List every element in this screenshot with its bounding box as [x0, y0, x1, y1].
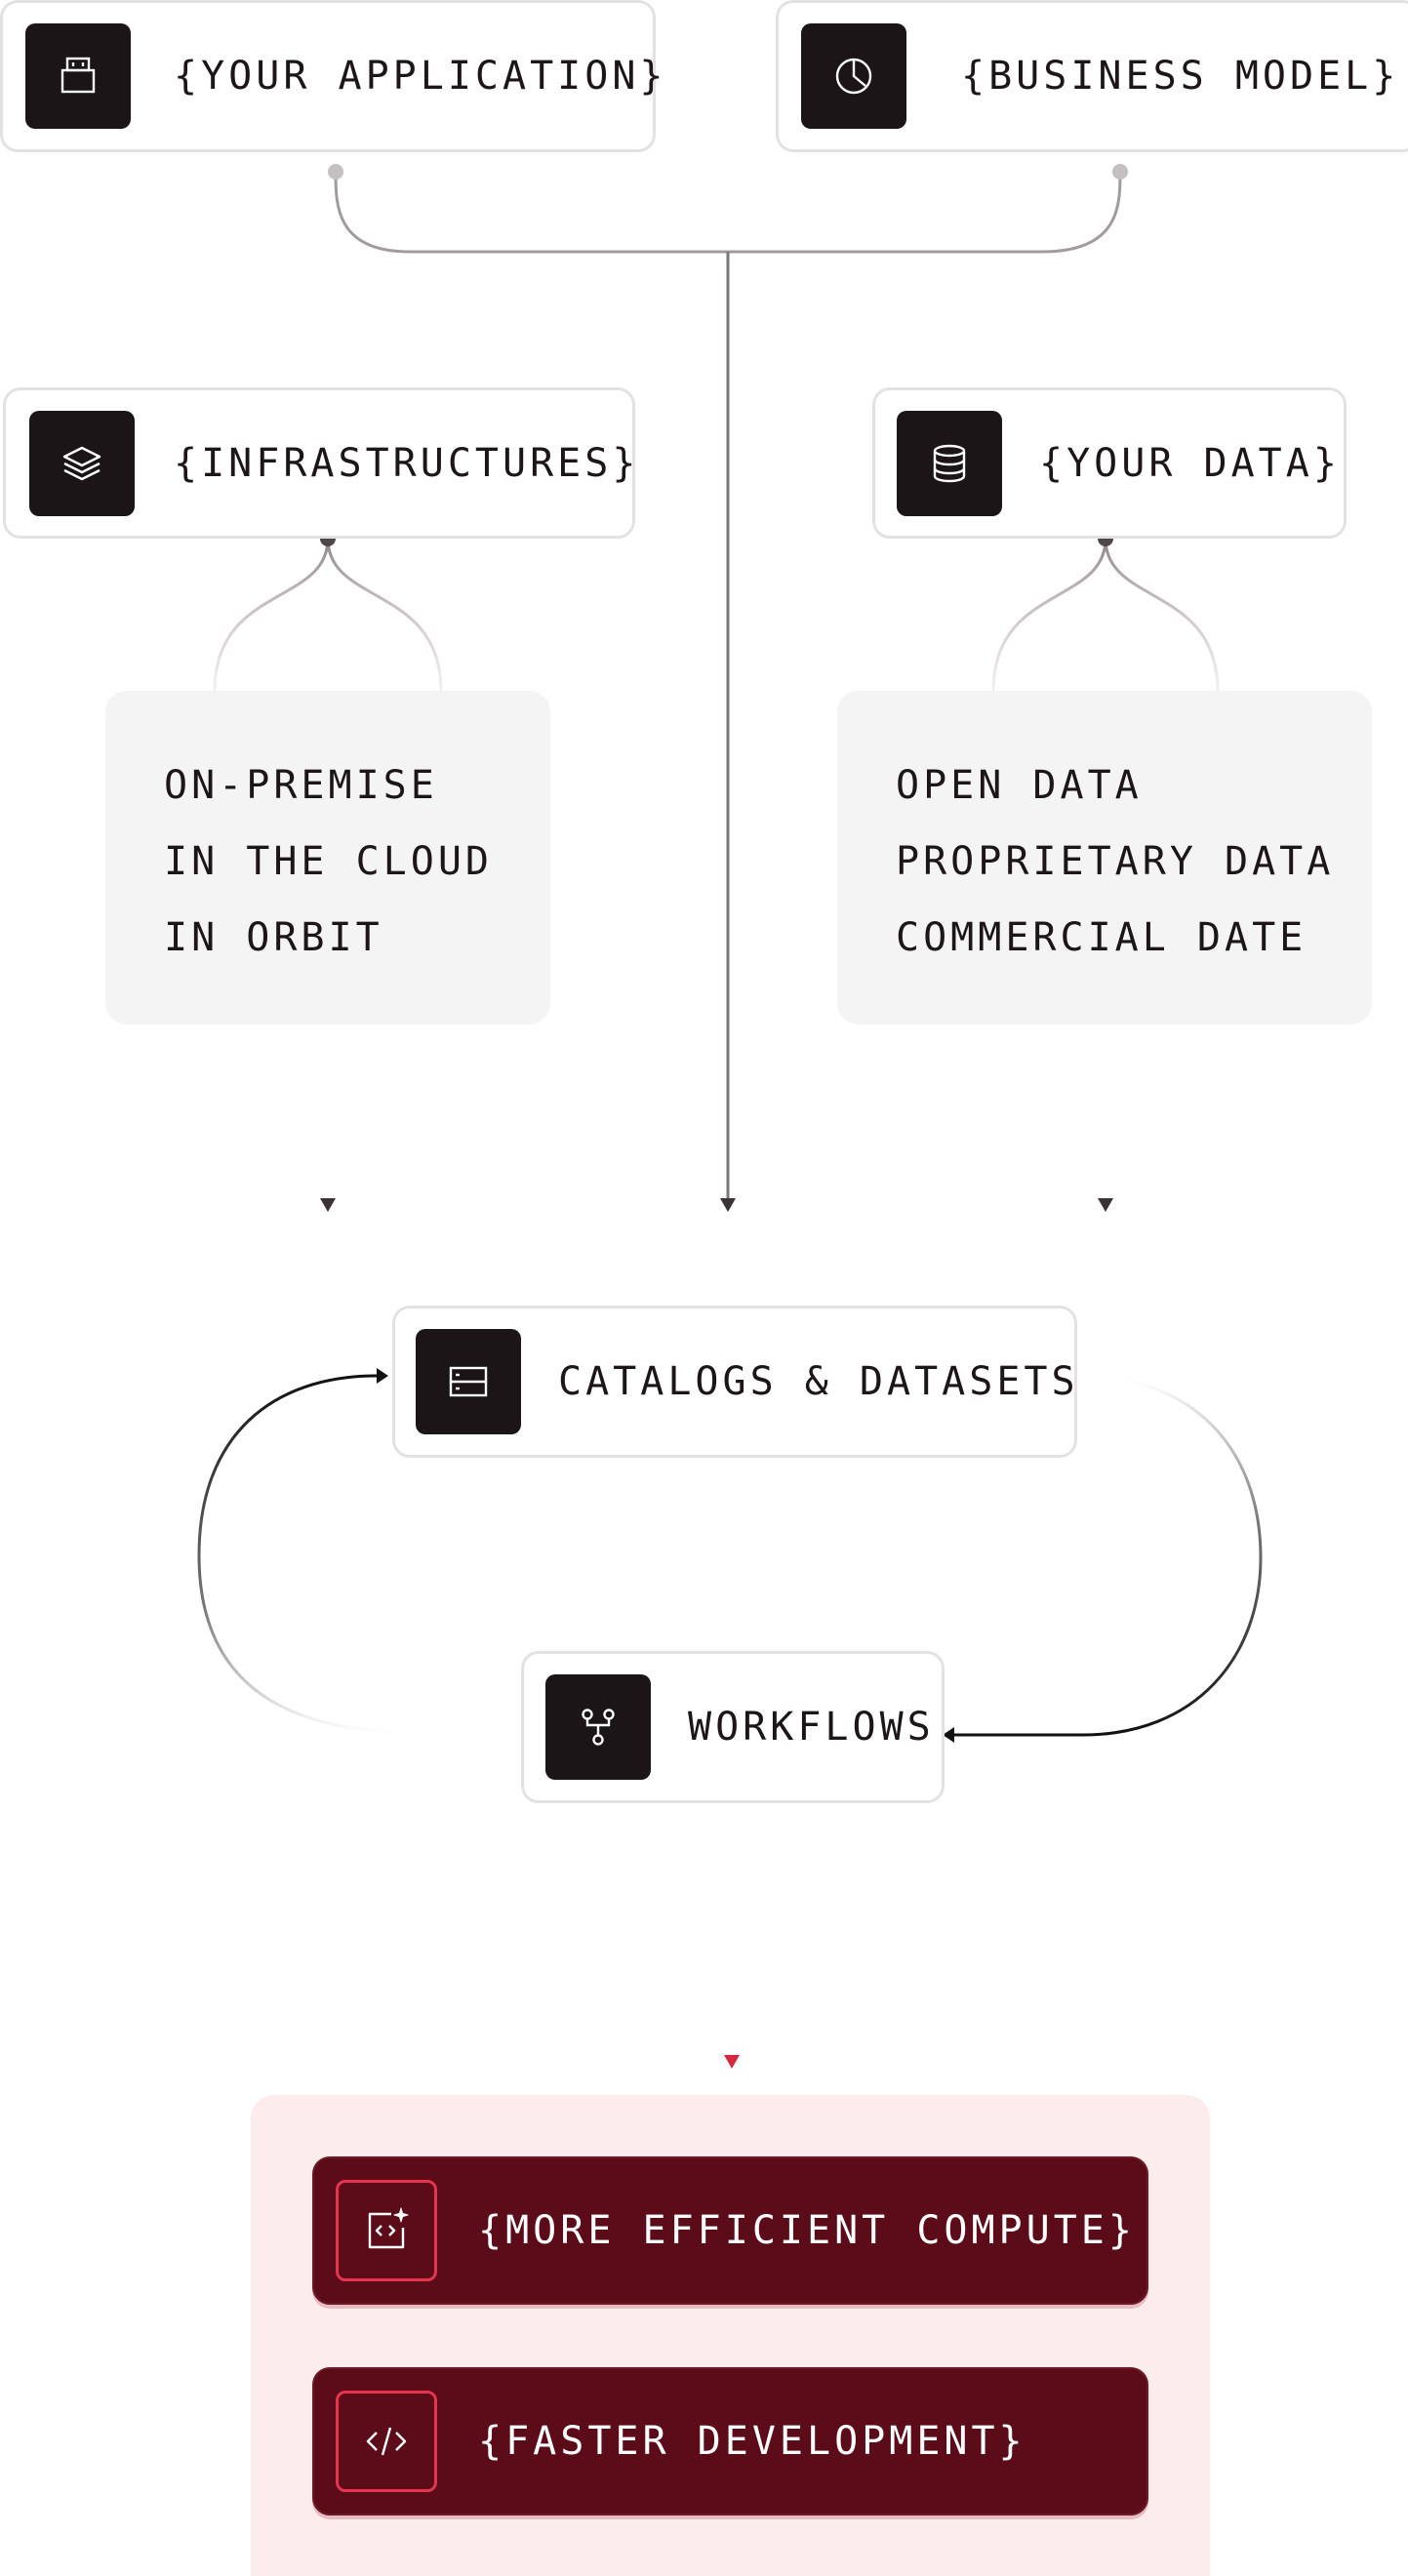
data-fork: [991, 538, 1220, 692]
workflows-label: WORKFLOWS: [688, 1705, 935, 1750]
your-application-label: {YOUR APPLICATION}: [174, 54, 667, 99]
data-arrowhead: [1098, 1198, 1113, 1212]
infrastructures-card: {INFRASTRUCTURES}: [3, 387, 635, 539]
git-branch-icon: [545, 1674, 651, 1780]
infrastructures-fork: [213, 538, 443, 692]
more-efficient-compute-label: {MORE EFFICIENT COMPUTE}: [478, 2208, 1136, 2253]
infrastructures-label: {INFRASTRUCTURES}: [174, 440, 640, 486]
server-icon: [416, 1329, 521, 1434]
center-arrowhead: [720, 1198, 736, 1212]
option-in-orbit: IN ORBIT: [164, 915, 383, 960]
merge-connector: [334, 171, 1122, 254]
loop-right-arrowhead: [943, 1727, 954, 1743]
more-efficient-compute-card: {MORE EFFICIENT COMPUTE}: [312, 2156, 1148, 2305]
faster-development-label: {FASTER DEVELOPMENT}: [478, 2419, 1026, 2464]
connector-dot-business-model: [1112, 164, 1128, 180]
option-commercial-date: COMMERCIAL DATE: [896, 915, 1307, 960]
workflows-card: WORKFLOWS: [521, 1651, 945, 1803]
your-data-label: {YOUR DATA}: [1039, 440, 1341, 486]
catalogs-datasets-label: CATALOGS & DATASETS: [558, 1359, 1079, 1404]
outcomes-arrowhead: [724, 2055, 740, 2069]
option-on-premise: ON-PREMISE: [164, 763, 438, 808]
infrastructures-arrowhead: [320, 1198, 336, 1212]
business-model-card: {BUSINESS MODEL}: [776, 0, 1408, 152]
option-proprietary-data: PROPRIETARY DATA: [896, 839, 1335, 884]
data-options-panel: OPEN DATA PROPRIETARY DATA COMMERCIAL DA…: [837, 691, 1372, 1025]
business-model-label: {BUSINESS MODEL}: [961, 54, 1400, 99]
connector-dot-application: [328, 164, 343, 180]
option-in-the-cloud: IN THE CLOUD: [164, 839, 493, 884]
loop-right-arrow: [954, 1378, 1263, 1737]
faster-development-card: {FASTER DEVELOPMENT}: [312, 2367, 1148, 2516]
your-application-card: {YOUR APPLICATION}: [0, 0, 663, 152]
sparkle-code-window-icon: [336, 2180, 437, 2281]
usb-drive-icon: [25, 23, 131, 129]
code-brackets-icon: [336, 2391, 437, 2492]
pie-chart-icon: [801, 23, 906, 129]
loop-left-arrowhead: [377, 1368, 388, 1384]
catalogs-datasets-card: CATALOGS & DATASETS: [392, 1306, 1077, 1458]
option-open-data: OPEN DATA: [896, 763, 1143, 808]
your-data-card: {YOUR DATA}: [872, 387, 1347, 539]
infrastructure-options-panel: ON-PREMISE IN THE CLOUD IN ORBIT: [105, 691, 550, 1025]
layers-icon: [29, 410, 135, 516]
loop-left-arrow: [197, 1374, 421, 1735]
database-icon: [897, 410, 1002, 516]
